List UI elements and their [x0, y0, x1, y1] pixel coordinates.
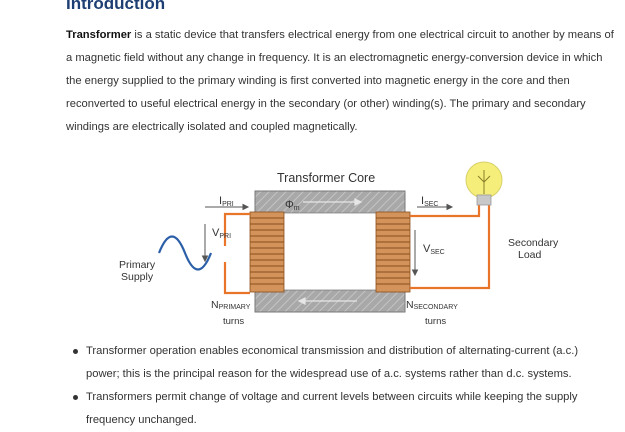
v-pri-label: VPRI [212, 227, 231, 240]
page-heading: Introduction [66, 0, 166, 13]
i-sec-arrowhead [446, 203, 454, 211]
light-bulb-icon [465, 161, 503, 206]
i-pri-label: IPRI [219, 195, 234, 208]
v-sec-label: VSEC [423, 243, 445, 256]
i-sec-label: ISEC [421, 195, 438, 208]
core-label: Transformer Core [277, 171, 375, 185]
primary-coil [249, 211, 285, 293]
v-pri-arrowhead [201, 255, 209, 263]
flux-label: Φm [285, 199, 300, 212]
secondary-coil [375, 211, 411, 293]
primary-circuit-wire [223, 212, 250, 295]
bullet-item: Transformers permit change of voltage an… [66, 386, 614, 432]
intro-text: is a static device that transfers electr… [66, 29, 614, 133]
core-inner-window [278, 212, 382, 291]
n-primary-label: NPRIMARY [211, 299, 251, 311]
bullet-list: Transformer operation enables economical… [66, 340, 614, 432]
intro-term: Transformer [66, 29, 132, 41]
i-pri-arrowhead [242, 203, 250, 211]
n-primary-turns: turns [223, 316, 244, 327]
v-sec-arrowhead [411, 269, 419, 277]
n-secondary-label: NSECONDARY [406, 299, 458, 311]
n-secondary-turns: turns [425, 316, 446, 327]
ac-supply-sine-icon [157, 235, 213, 271]
intro-paragraph: Transformer is a static device that tran… [66, 24, 614, 139]
bullet-item: Transformer operation enables economical… [66, 340, 614, 386]
secondary-circuit-wire [410, 204, 491, 290]
